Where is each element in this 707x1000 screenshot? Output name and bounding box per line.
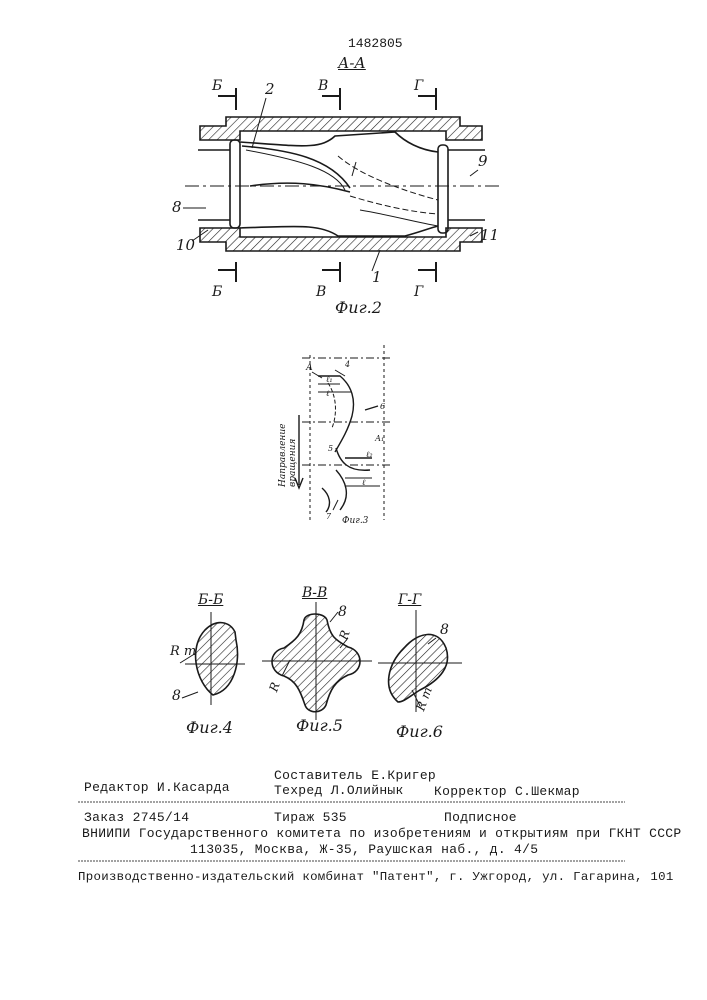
fig2-label-9: 9 [478, 152, 488, 170]
fig2-label-10: 10 [176, 236, 195, 254]
fig2-label-11: 11 [480, 226, 499, 244]
footer-order: Заказ 2745/14 [84, 810, 189, 825]
fig3-direction-label: Направление вращения [278, 407, 298, 487]
fig2-cut-b-top: Б [212, 78, 222, 94]
fig6-label-8: 8 [440, 622, 449, 638]
fig2-cut-v-top: В [318, 78, 328, 94]
patent-number: 1482805 [348, 36, 403, 51]
footer-subscription: Подписное [444, 810, 517, 825]
fig2-cut-g-bottom: Г [414, 284, 423, 300]
fig4-caption: Фиг.4 [186, 718, 233, 737]
housing-top-wall [200, 117, 482, 140]
footer-editor: Редактор И.Касарда [84, 780, 230, 795]
fig2-label-2: 2 [265, 80, 275, 98]
fig5-title: В-В [302, 585, 327, 601]
fig5-label-8: 8 [338, 604, 347, 620]
fig2-cut-g-top: Г [414, 78, 423, 94]
fig2-label-1: 1 [372, 268, 382, 286]
fig2-cut-b-bottom: Б [212, 284, 222, 300]
footer-techred: Техред Л.Олийнык [274, 783, 404, 798]
fig3-label-l-lower: ℓ [362, 478, 365, 487]
fig3-label-l: ℓ [326, 389, 329, 398]
fig3-label-5: 5 [328, 444, 333, 453]
footer-publisher: Производственно-издательский комбинат "П… [78, 870, 674, 884]
fig3-label-A: А [306, 363, 313, 373]
fig4-title: Б-Б [198, 592, 223, 608]
fig3-caption: Фиг.3 [342, 516, 368, 526]
fig6-caption: Фиг.6 [396, 722, 443, 741]
fig4-label-rt: R т [170, 644, 196, 659]
fig2-caption: Фиг.2 [335, 298, 382, 317]
fig4-label-8: 8 [172, 688, 181, 704]
footer-compiler: Составитель Е.Кригер [274, 768, 436, 783]
footer-circulation: Тираж 535 [274, 810, 347, 825]
fig3-label-A1: А₁ [375, 434, 384, 443]
footer-corrector: Корректор С.Шекмар [434, 784, 580, 799]
fig2-label-8: 8 [172, 198, 182, 216]
fig6-title: Г-Г [398, 592, 421, 608]
fig3-label-l1: ℓ₁ [326, 375, 333, 384]
fig5-caption: Фиг.5 [296, 716, 343, 735]
fig3-label-4: 4 [345, 360, 350, 369]
footer-address: 113035, Москва, Ж-35, Раушская наб., д. … [190, 842, 538, 857]
fig5-drawing [262, 602, 372, 720]
footer-institute: ВНИИПИ Государственного комитета по изоб… [82, 826, 682, 841]
fig2-cut-v-bottom: В [316, 284, 326, 300]
fig3-label-6: 6 [380, 402, 385, 411]
fig2-drawing [183, 88, 500, 282]
housing-bottom-wall [200, 228, 482, 251]
fig3-label-l2: ℓ₂ [366, 450, 373, 459]
fig3-label-7: 7 [326, 512, 331, 521]
fig2-section-title: А-А [338, 54, 366, 72]
